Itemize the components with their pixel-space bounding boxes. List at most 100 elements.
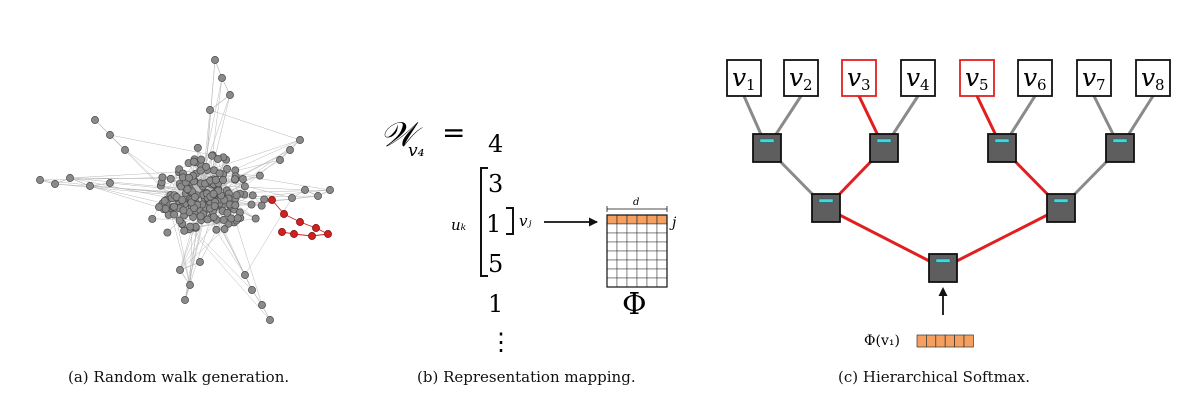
graph-node — [185, 173, 193, 182]
tree-leaf-box — [959, 59, 995, 97]
tree-leaf-subscript: 3 — [861, 76, 871, 94]
graph-node — [181, 296, 189, 304]
graph-node — [211, 176, 220, 184]
walk-node — [268, 196, 276, 204]
graph-node — [183, 185, 192, 194]
tree-node-box — [928, 253, 958, 283]
walk-equals: = — [442, 116, 465, 149]
representation-mapping: 𝒲 v₄ = 4 3 1 5 1 ⋮ uₖ vⱼ d j Φ — [380, 115, 677, 356]
phi-cell — [616, 259, 628, 270]
caption-random-walk: (a) Random walk generation. — [68, 368, 290, 386]
tree-node-vector — [1053, 198, 1069, 203]
graph-node — [296, 136, 304, 144]
tree-node-box — [869, 133, 899, 163]
graph-node — [121, 146, 129, 154]
graph-node — [197, 155, 206, 164]
graph-node — [326, 186, 334, 194]
phi-cell — [616, 223, 628, 234]
phi-cell — [616, 232, 628, 243]
graph-node — [190, 193, 199, 201]
graph-node — [179, 206, 188, 215]
graph-node — [238, 175, 247, 183]
graph-node — [161, 204, 170, 213]
graph-node — [219, 176, 228, 185]
path-edge — [942, 206, 1062, 270]
graph-node — [202, 162, 211, 171]
graph-node — [158, 173, 167, 182]
tree-leaf-subscript: 2 — [803, 76, 813, 94]
graph-node — [186, 222, 195, 231]
walk-node — [308, 232, 316, 240]
phi-cell — [606, 250, 618, 261]
graph-node — [36, 176, 44, 184]
input-label: Φ(v₁) — [864, 333, 900, 349]
walk-seq-3: 5 — [488, 250, 503, 278]
graph-node — [276, 156, 284, 164]
mapping-arrowhead — [589, 217, 598, 227]
phi-cell — [646, 277, 658, 288]
graph-node — [231, 201, 240, 210]
graph-edge — [69, 177, 188, 190]
phi-cell — [626, 241, 638, 252]
graph-node — [178, 196, 187, 204]
input-vector-cell — [963, 334, 974, 348]
input-vector-cell — [916, 334, 927, 348]
tree-leaf-box — [1076, 59, 1112, 97]
tree-leaf-label: v — [1082, 63, 1096, 92]
graph-edge — [207, 169, 331, 191]
phi-cell — [656, 250, 668, 261]
graph-node — [213, 155, 222, 163]
graph-node — [247, 200, 256, 209]
tree-node-box — [752, 133, 782, 163]
tree-leaf-label: v — [732, 63, 746, 92]
path-edge — [825, 206, 944, 270]
graph-node — [227, 214, 236, 223]
graph-edge — [209, 109, 301, 141]
input-vector-cell — [926, 334, 937, 348]
phi-cell — [626, 232, 638, 243]
phi-cell — [646, 223, 658, 234]
tree-leaf-label: v — [965, 63, 979, 92]
phi-cell — [616, 241, 628, 252]
phi-cell — [606, 268, 618, 279]
phi-label: Φ — [622, 287, 647, 322]
tree-node-vector — [876, 138, 892, 143]
graph-node — [186, 281, 194, 289]
graph-node — [175, 216, 184, 225]
walk-seq-4: 1 — [488, 290, 503, 318]
graph-node — [220, 225, 229, 234]
graph-node — [155, 203, 163, 211]
graph-node — [255, 171, 264, 180]
tree-leaf-box — [726, 59, 762, 97]
graph-node — [230, 175, 239, 184]
tree-node-vector — [935, 258, 951, 263]
phi-cell — [646, 250, 658, 261]
graph-node — [226, 91, 234, 99]
tree-leaf-box — [1135, 59, 1171, 97]
graph-node — [106, 131, 114, 139]
phi-cell — [606, 241, 618, 252]
graph-node — [257, 201, 266, 210]
tree-node-vector — [994, 138, 1010, 143]
phi-row-j-cell — [606, 214, 618, 225]
graph-node — [66, 174, 74, 182]
tree-node-vector — [818, 198, 834, 203]
input-vector-cell — [944, 334, 955, 348]
graph-node — [251, 214, 260, 223]
tree-leaf-subscript: 7 — [1096, 76, 1106, 94]
graph-edge — [228, 198, 263, 306]
uk-label: uₖ — [451, 216, 467, 234]
walk-node — [312, 224, 320, 232]
graph-node — [210, 202, 219, 211]
graph-node — [86, 182, 94, 190]
phi-cell — [626, 223, 638, 234]
tree-leaf-subscript: 8 — [1155, 76, 1165, 94]
random-walk-graph — [36, 56, 334, 324]
graph-node — [193, 143, 202, 152]
graph-node — [233, 214, 242, 223]
tree-leaf-box — [1017, 59, 1053, 97]
tree-node-vector — [759, 138, 775, 143]
graph-node — [176, 266, 184, 274]
